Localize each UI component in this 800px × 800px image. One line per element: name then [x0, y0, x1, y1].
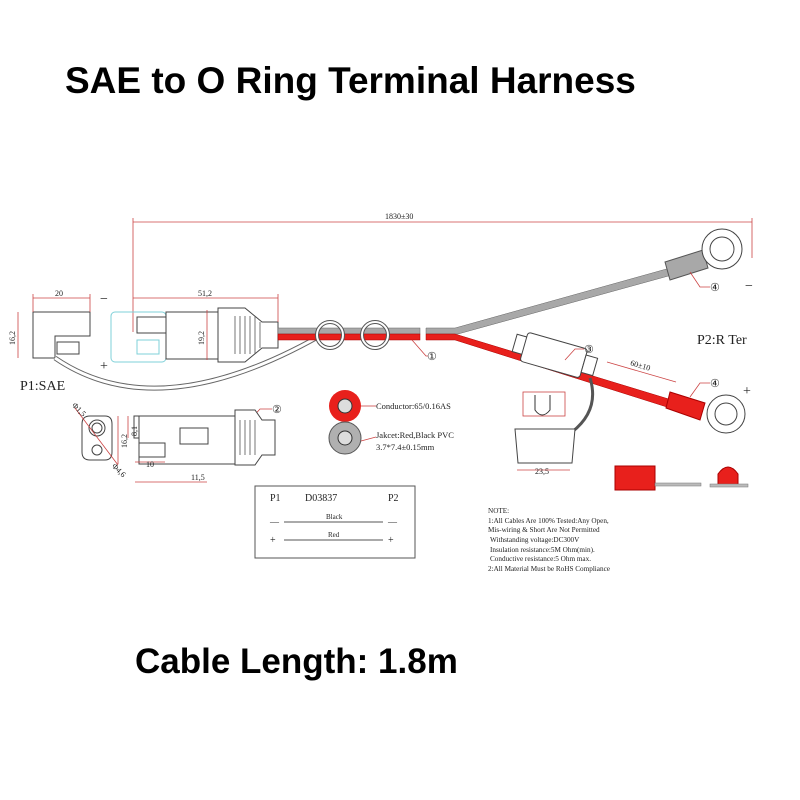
- svg-text:Conductor:65/0.16AS: Conductor:65/0.16AS: [376, 401, 451, 411]
- svg-text:Φ1,5: Φ1,5: [70, 401, 88, 419]
- wiring-table: P1 D03837 P2 — Black — + Red +: [254, 485, 416, 559]
- sae-connector: 51,2 19,2 − +: [100, 289, 279, 374]
- svg-text:Withstanding voltage:DC300V: Withstanding voltage:DC300V: [490, 536, 580, 544]
- cable: [277, 267, 673, 409]
- negative-ring-terminal: −: [664, 228, 753, 294]
- svg-text:Conductive resistance:5 Ohm ma: Conductive resistance:5 Ohm max.: [490, 555, 591, 563]
- svg-text:3.7*7.4±0.15mm: 3.7*7.4±0.15mm: [376, 442, 435, 452]
- svg-text:①: ①: [427, 351, 437, 363]
- svg-text:③: ③: [584, 344, 594, 356]
- p2-label: P2:R Ter: [697, 333, 747, 348]
- svg-text:Black: Black: [326, 513, 343, 521]
- sae-side-view: Φ1,5 Φ4,6 16,2 8,1 10 11,5: [70, 401, 276, 483]
- svg-text:P1: P1: [270, 493, 281, 504]
- svg-text:16,2: 16,2: [8, 331, 17, 345]
- overall-dimension: 1830±30: [132, 212, 753, 332]
- svg-text:Red: Red: [328, 531, 340, 539]
- svg-text:11,5: 11,5: [191, 473, 205, 482]
- red-terminal-parts: [614, 465, 749, 491]
- svg-text:19,2: 19,2: [197, 331, 206, 345]
- fuse: 23,5: [514, 377, 595, 476]
- svg-text:+: +: [743, 384, 751, 399]
- svg-text:+: +: [388, 535, 394, 546]
- svg-text:Mis-wiring & Short Are Not Per: Mis-wiring & Short Are Not Permitted: [488, 526, 600, 534]
- svg-text:16,2: 16,2: [120, 434, 129, 448]
- svg-text:NOTE:: NOTE:: [488, 507, 509, 515]
- svg-text:④: ④: [710, 282, 720, 294]
- p1-minus-label: −: [100, 292, 108, 307]
- svg-text:Φ4,6: Φ4,6: [110, 462, 128, 480]
- svg-text:—: —: [269, 517, 280, 527]
- svg-text:Jakcet:Red,Black PVC: Jakcet:Red,Black PVC: [376, 430, 454, 440]
- page-title: SAE to O Ring Terminal Harness: [65, 60, 636, 101]
- svg-text:51,2: 51,2: [198, 289, 212, 298]
- p1-plus-label: +: [100, 359, 108, 374]
- svg-text:60±10: 60±10: [629, 358, 651, 372]
- svg-text:2:All Material Must be RoHS Co: 2:All Material Must be RoHS Compliance: [488, 565, 610, 573]
- sae-housing: 20 16,2: [8, 289, 91, 359]
- svg-text:20: 20: [55, 289, 63, 298]
- svg-text:②: ②: [272, 404, 282, 416]
- positive-ring-terminal: + 60±10: [606, 358, 751, 434]
- svg-text:−: −: [745, 279, 753, 294]
- svg-text:1830±30: 1830±30: [385, 212, 413, 221]
- notes: NOTE: 1:All Cables Are 100% Tested:Any O…: [488, 507, 610, 573]
- svg-text:1:All Cables Are 100% Tested:A: 1:All Cables Are 100% Tested:Any Open,: [488, 517, 609, 525]
- svg-text:Insulation resistance:5M Ohm(m: Insulation resistance:5M Ohm(min).: [490, 546, 595, 554]
- svg-text:P2: P2: [388, 493, 399, 504]
- p1-label: P1:SAE: [20, 379, 65, 394]
- svg-text:D03837: D03837: [305, 493, 337, 504]
- cable-cross-section: Conductor:65/0.16AS Jakcet:Red,Black PVC…: [328, 390, 454, 455]
- cable-length-caption: Cable Length: 1.8m: [135, 642, 458, 681]
- fuse-holder: [511, 332, 599, 378]
- callouts: ① ② ③ ④ ④: [249, 271, 720, 421]
- svg-text:—: —: [387, 517, 398, 527]
- svg-text:8,1: 8,1: [130, 426, 139, 436]
- svg-text:23,5: 23,5: [535, 467, 549, 476]
- svg-text:④: ④: [710, 378, 720, 390]
- svg-text:10: 10: [146, 460, 154, 469]
- svg-text:+: +: [270, 535, 276, 546]
